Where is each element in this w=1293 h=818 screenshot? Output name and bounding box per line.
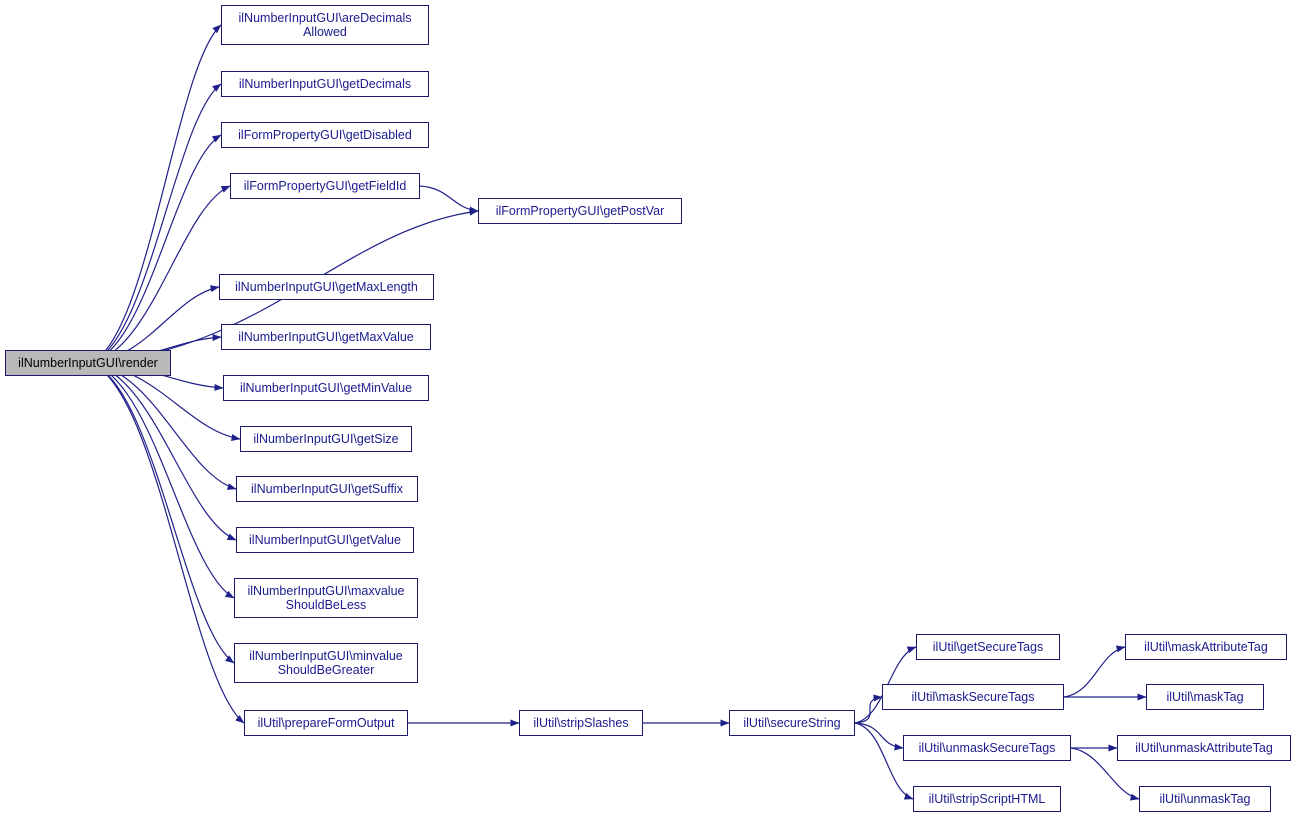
edge-secureString-to-unmaskSecureTags <box>854 722 904 751</box>
graph-node-secureString[interactable]: ilUtil\secureString <box>729 710 855 736</box>
graph-node-maskSecureTags[interactable]: ilUtil\maskSecureTags <box>882 684 1064 710</box>
graph-node-label: ilUtil\maskAttributeTag <box>1144 640 1268 654</box>
graph-node-maxvalueShouldBeLess[interactable]: ilNumberInputGUI\maxvalue ShouldBeLess <box>234 578 418 618</box>
edge-render-to-getSuffix <box>90 362 237 490</box>
graph-node-maskTag[interactable]: ilUtil\maskTag <box>1146 684 1264 710</box>
graph-node-prepareFormOutput[interactable]: ilUtil\prepareFormOutput <box>244 710 408 736</box>
graph-node-label: ilNumberInputGUI\getMaxLength <box>235 280 418 294</box>
graph-node-label: ilUtil\unmaskSecureTags <box>918 741 1056 755</box>
edge-render-to-maxvalueShouldBeLess <box>90 362 235 599</box>
graph-node-getDecimals[interactable]: ilNumberInputGUI\getDecimals <box>221 71 429 97</box>
graph-node-getMinValue[interactable]: ilNumberInputGUI\getMinValue <box>223 375 429 401</box>
graph-node-stripScriptHTML[interactable]: ilUtil\stripScriptHTML <box>913 786 1061 812</box>
edge-render-to-areDecimalsAllowed <box>90 24 222 364</box>
edge-render-to-getValue <box>90 362 237 541</box>
graph-node-label: ilFormPropertyGUI\getPostVar <box>495 204 665 218</box>
graph-node-label: ilNumberInputGUI\getSuffix <box>251 482 403 496</box>
graph-node-label: ilUtil\prepareFormOutput <box>257 716 395 730</box>
graph-node-label: ilNumberInputGUI\areDecimals Allowed <box>238 11 412 39</box>
edge-maskSecureTags-to-maskAttributeTag <box>1063 645 1126 698</box>
graph-node-getMaxValue[interactable]: ilNumberInputGUI\getMaxValue <box>221 324 431 350</box>
graph-node-label: ilNumberInputGUI\getDecimals <box>238 77 412 91</box>
graph-node-label: ilUtil\unmaskTag <box>1159 792 1251 806</box>
graph-node-minvalueShouldBeGreater[interactable]: ilNumberInputGUI\minvalue ShouldBeGreate… <box>234 643 418 683</box>
graph-node-unmaskAttributeTag[interactable]: ilUtil\unmaskAttributeTag <box>1117 735 1291 761</box>
graph-node-label: ilNumberInputGUI\getSize <box>253 432 399 446</box>
edge-getFieldId-to-getPostVar <box>419 185 479 214</box>
graph-node-getSize[interactable]: ilNumberInputGUI\getSize <box>240 426 412 452</box>
graph-node-label: ilNumberInputGUI\minvalue ShouldBeGreate… <box>249 649 403 677</box>
graph-node-maskAttributeTag[interactable]: ilUtil\maskAttributeTag <box>1125 634 1287 660</box>
edge-render-to-getDecimals <box>90 83 222 364</box>
graph-node-label: ilFormPropertyGUI\getDisabled <box>238 128 412 142</box>
edge-render-to-prepareFormOutput <box>90 362 245 724</box>
graph-node-label: ilUtil\secureString <box>743 716 841 730</box>
edge-render-to-getDisabled <box>90 134 222 364</box>
graph-node-unmaskTag[interactable]: ilUtil\unmaskTag <box>1139 786 1271 812</box>
graph-node-label: ilNumberInputGUI\getMinValue <box>239 381 413 395</box>
graph-node-label: ilNumberInputGUI\getValue <box>249 533 401 547</box>
edge-render-to-getFieldId <box>90 185 231 364</box>
graph-node-getPostVar[interactable]: ilFormPropertyGUI\getPostVar <box>478 198 682 224</box>
graph-node-unmaskSecureTags[interactable]: ilUtil\unmaskSecureTags <box>903 735 1071 761</box>
graph-node-label: ilUtil\stripScriptHTML <box>928 792 1046 806</box>
edge-secureString-to-maskSecureTags <box>854 694 883 724</box>
graph-node-label: ilUtil\stripSlashes <box>533 716 629 730</box>
graph-node-areDecimalsAllowed[interactable]: ilNumberInputGUI\areDecimals Allowed <box>221 5 429 45</box>
graph-node-getDisabled[interactable]: ilFormPropertyGUI\getDisabled <box>221 122 429 148</box>
graph-node-label: ilNumberInputGUI\getMaxValue <box>238 330 414 344</box>
graph-node-getSuffix[interactable]: ilNumberInputGUI\getSuffix <box>236 476 418 502</box>
graph-node-label: ilFormPropertyGUI\getFieldId <box>243 179 407 193</box>
graph-node-getSecureTags[interactable]: ilUtil\getSecureTags <box>916 634 1060 660</box>
edge-render-to-minvalueShouldBeGreater <box>90 362 235 664</box>
graph-node-stripSlashes[interactable]: ilUtil\stripSlashes <box>519 710 643 736</box>
graph-node-getFieldId[interactable]: ilFormPropertyGUI\getFieldId <box>230 173 420 199</box>
graph-node-label: ilUtil\maskSecureTags <box>911 690 1035 704</box>
graph-node-label: ilUtil\unmaskAttributeTag <box>1135 741 1273 755</box>
graph-node-label: ilUtil\getSecureTags <box>932 640 1044 654</box>
graph-node-label: ilUtil\maskTag <box>1166 690 1244 704</box>
graph-node-render[interactable]: ilNumberInputGUI\render <box>5 350 171 376</box>
graph-node-label: ilNumberInputGUI\render <box>18 356 158 370</box>
graph-node-getValue[interactable]: ilNumberInputGUI\getValue <box>236 527 414 553</box>
graph-node-label: ilNumberInputGUI\maxvalue ShouldBeLess <box>247 584 405 612</box>
graph-node-getMaxLength[interactable]: ilNumberInputGUI\getMaxLength <box>219 274 434 300</box>
